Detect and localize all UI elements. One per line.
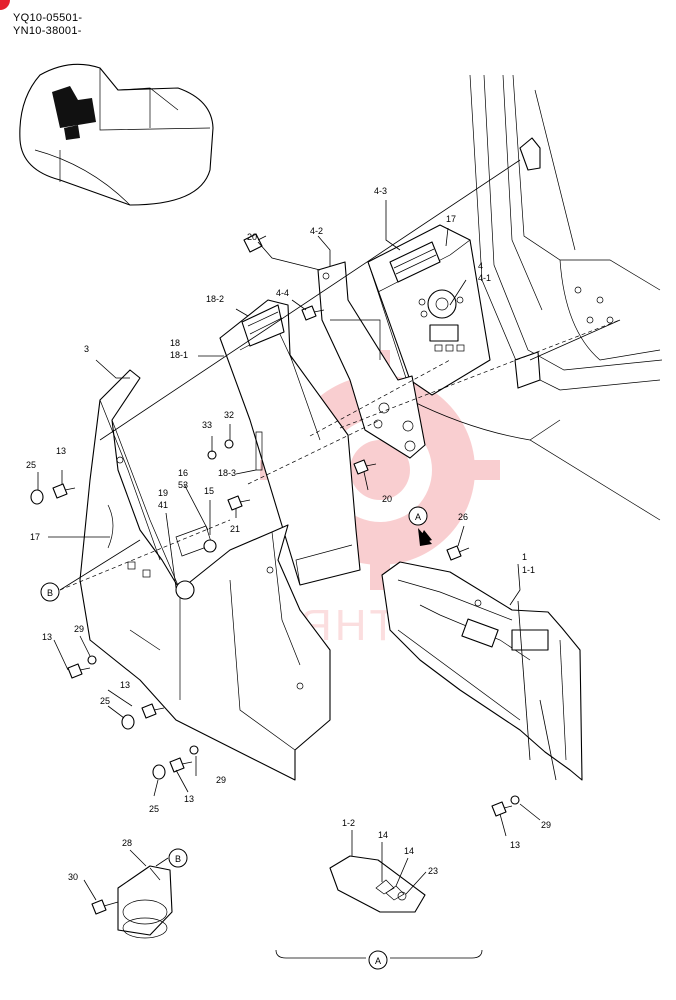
callout-53: 53	[178, 480, 188, 490]
callout-13: 13	[56, 446, 66, 456]
callout-15: 15	[204, 486, 214, 496]
callout-14-b: 14	[404, 846, 414, 856]
callout-26: 26	[458, 512, 468, 522]
callout-18-2: 18-2	[206, 294, 224, 304]
callout-29-b: 29	[216, 775, 226, 785]
callout-4-1: 4-1	[478, 273, 491, 283]
callout-4-4: 4-4	[276, 288, 289, 298]
callout-1: 1	[522, 552, 527, 562]
callout-14-a: 14	[378, 830, 388, 840]
serial-range-2: YN10-38001-	[13, 25, 82, 37]
view-marker-b-bottom: B	[168, 848, 188, 868]
callout-23: 23	[428, 866, 438, 876]
callout-18-3: 18-3	[218, 468, 236, 478]
view-marker-a-top: A	[408, 506, 432, 546]
callout-labels: 3 20 4-2 4-3 17 4 4-1 4-4 18-2 18 18-1 3…	[26, 186, 551, 882]
callout-30: 30	[68, 872, 78, 882]
callout-4: 4	[478, 261, 483, 271]
leader-lines	[37, 159, 621, 959]
callout-20-mid: 20	[382, 494, 392, 504]
machine-overview-thumbnail	[19, 63, 214, 206]
callout-25-b: 25	[100, 696, 110, 706]
svg-text:A: A	[415, 512, 421, 522]
callout-17: 17	[446, 214, 456, 224]
side-cover-18	[219, 299, 361, 586]
callout-18-1: 18-1	[170, 350, 188, 360]
callout-21: 21	[230, 524, 240, 534]
callout-25: 25	[26, 460, 36, 470]
callout-28: 28	[122, 838, 132, 848]
callout-18: 18	[170, 338, 180, 348]
callout-19: 19	[158, 488, 168, 498]
callout-13-b: 13	[42, 632, 52, 642]
view-marker-a-bottom: A	[368, 950, 388, 970]
fasteners	[30, 233, 520, 915]
panel-insert-1-2	[329, 855, 426, 913]
callout-25-c: 25	[149, 804, 159, 814]
svg-text:A: A	[375, 956, 381, 966]
callout-20: 20	[247, 232, 257, 242]
left-panel-3	[79, 369, 331, 781]
callout-16: 16	[178, 468, 188, 478]
callout-29-a: 29	[74, 624, 84, 634]
cab-structure	[409, 74, 663, 521]
callout-1-2: 1-2	[342, 818, 355, 828]
view-marker-b-left: B	[40, 582, 60, 602]
callout-13-e: 13	[510, 840, 520, 850]
corner-badge	[0, 0, 10, 10]
callout-41: 41	[158, 500, 168, 510]
svg-text:B: B	[47, 588, 53, 598]
callout-33: 33	[202, 420, 212, 430]
callout-13-c: 13	[120, 680, 130, 690]
callout-4-2: 4-2	[310, 226, 323, 236]
callout-4-3: 4-3	[374, 186, 387, 196]
serial-range-1: YQ10-05501-	[13, 12, 83, 24]
callout-32: 32	[224, 410, 234, 420]
svg-text:B: B	[175, 854, 181, 864]
callout-3: 3	[84, 344, 89, 354]
callout-17-side: 17	[30, 532, 40, 542]
callout-13-d: 13	[184, 794, 194, 804]
callout-1-1: 1-1	[522, 565, 535, 575]
right-panel-1	[381, 561, 583, 781]
bracket-4-2	[317, 261, 426, 459]
cup-holder-28	[117, 865, 173, 939]
callout-29-c: 29	[541, 820, 551, 830]
